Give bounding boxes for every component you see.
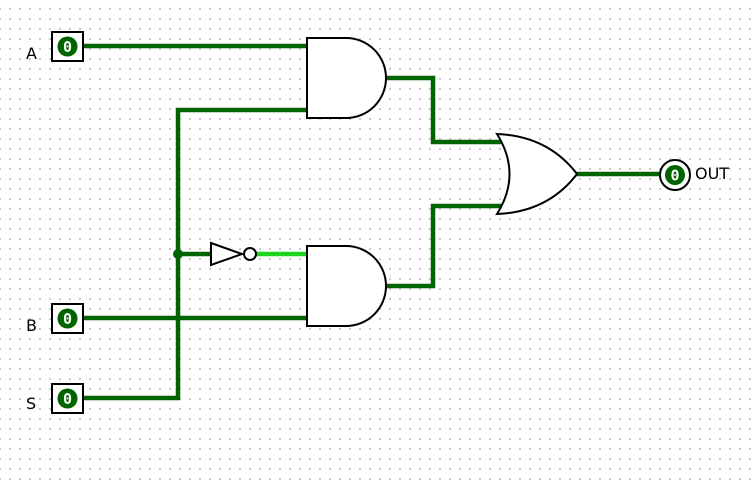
input-pin-a-value: 0 (63, 38, 72, 56)
input-pin-s-value: 0 (63, 390, 72, 408)
input-pin-b[interactable]: 0 (51, 303, 84, 334)
junction-dot (173, 249, 183, 259)
input-label-b: B (26, 316, 37, 335)
input-pin-b-led (57, 308, 78, 329)
input-label-s: S (26, 394, 36, 413)
output-label: OUT (695, 164, 729, 183)
not-gate-triangle (210, 241, 245, 267)
output-pin-value: 0 (670, 167, 679, 185)
and-gate-bottom[interactable] (306, 245, 387, 327)
input-pin-a[interactable]: 0 (51, 31, 84, 62)
not-gate-bubble (243, 247, 257, 261)
or-gate[interactable] (495, 132, 579, 216)
output-pin-led (665, 165, 685, 185)
input-pin-b-value: 0 (63, 310, 72, 328)
input-label-a: A (26, 44, 37, 63)
input-pin-a-led (57, 36, 78, 57)
input-pin-s[interactable]: 0 (51, 383, 84, 414)
input-pin-s-led (57, 388, 78, 409)
not-gate[interactable] (210, 241, 257, 267)
and-gate-top[interactable] (306, 37, 387, 119)
wire-and-top-to-or[interactable] (383, 75, 508, 145)
wire-and-bottom-to-or[interactable] (383, 203, 508, 289)
output-pin-out[interactable]: 0 (659, 159, 691, 191)
